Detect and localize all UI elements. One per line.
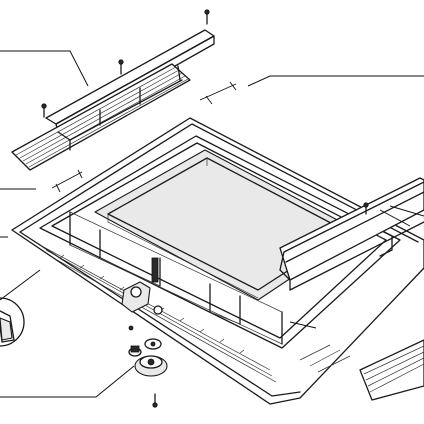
screw-set (41, 9, 369, 408)
corner-bracket (0, 297, 25, 347)
frame-rim (11, 117, 424, 405)
front-rail (279, 177, 424, 401)
rear-rail (11, 29, 215, 171)
screw-icon (204, 9, 210, 25)
screw-icon (363, 202, 369, 215)
screw-icon (128, 325, 134, 331)
screw-icon (152, 393, 158, 408)
screw-icon (41, 103, 47, 118)
hinge-knob (121, 257, 168, 377)
dimension-lines (51, 81, 411, 329)
leader-lines (0, 50, 424, 398)
screw-icon (118, 59, 124, 75)
